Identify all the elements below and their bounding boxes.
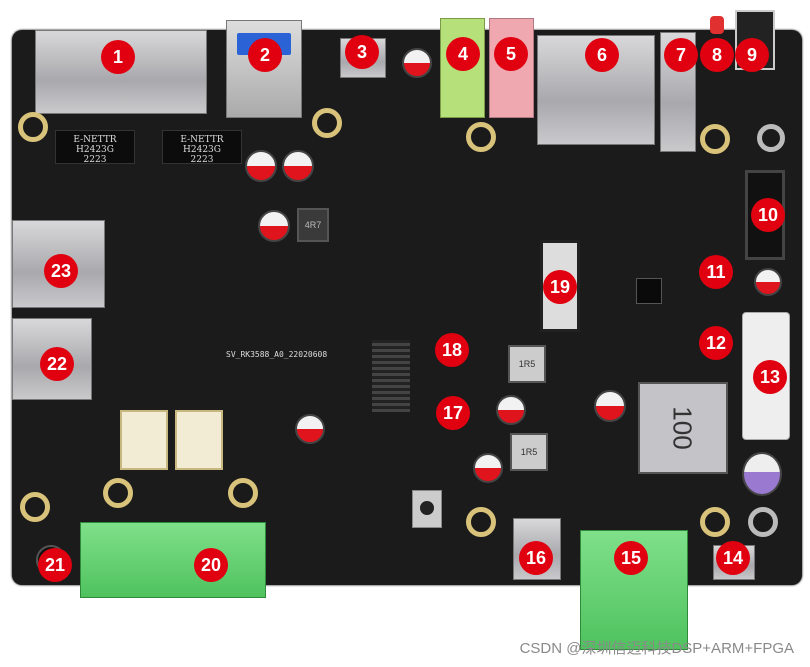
callout-16: 16 bbox=[519, 541, 553, 575]
mounting-hole bbox=[466, 122, 496, 152]
capacitor bbox=[594, 390, 626, 422]
power-button bbox=[412, 490, 442, 528]
callout-22: 22 bbox=[40, 347, 74, 381]
inductor-label: 100 bbox=[667, 406, 698, 450]
main-chip bbox=[636, 278, 662, 304]
capacitor bbox=[258, 210, 290, 242]
callout-4: 4 bbox=[446, 37, 480, 71]
capacitor bbox=[754, 268, 782, 296]
inductor-label: 4R7 bbox=[304, 220, 322, 230]
callout-13: 13 bbox=[753, 360, 787, 394]
mounting-hole bbox=[20, 492, 50, 522]
chip-brand: E-NETTR bbox=[180, 135, 224, 145]
callout-5: 5 bbox=[494, 37, 528, 71]
callout-10: 10 bbox=[751, 198, 785, 232]
mounting-hole bbox=[757, 124, 785, 152]
callout-7: 7 bbox=[664, 38, 698, 72]
callout-12: 12 bbox=[699, 326, 733, 360]
board-connector bbox=[372, 340, 410, 412]
callout-21: 21 bbox=[38, 548, 72, 582]
callout-23: 23 bbox=[44, 254, 78, 288]
chip-brand: E-NETTR bbox=[73, 135, 117, 145]
chip-part: H2423G bbox=[76, 145, 114, 155]
capacitor bbox=[282, 150, 314, 182]
mounting-hole bbox=[312, 108, 342, 138]
callout-11: 11 bbox=[699, 255, 733, 289]
inductor-label: 1R5 bbox=[518, 359, 536, 369]
capacitor bbox=[245, 150, 277, 182]
capacitor bbox=[473, 453, 503, 483]
power-terminal-block bbox=[580, 530, 688, 650]
callout-6: 6 bbox=[585, 38, 619, 72]
board-silkscreen: SV_RK3588_A0_22020608 bbox=[226, 350, 328, 359]
callout-14: 14 bbox=[716, 541, 750, 575]
chip-part: H2423G bbox=[183, 145, 221, 155]
capacitor-purple bbox=[742, 452, 782, 496]
watermark-text: CSDN @深圳信迈科技DSP+ARM+FPGA bbox=[519, 640, 794, 657]
led-red bbox=[710, 16, 724, 34]
mounting-hole bbox=[18, 112, 48, 142]
callout-15: 15 bbox=[614, 541, 648, 575]
mounting-hole bbox=[466, 507, 496, 537]
capacitor bbox=[496, 395, 526, 425]
callout-20: 20 bbox=[194, 548, 228, 582]
callout-1: 1 bbox=[101, 40, 135, 74]
inductor-small: 4R7 bbox=[297, 208, 329, 242]
capacitor bbox=[402, 48, 432, 78]
mounting-hole bbox=[228, 478, 258, 508]
callout-8: 8 bbox=[700, 38, 734, 72]
audio-jack-green bbox=[440, 18, 485, 118]
mounting-hole bbox=[748, 507, 778, 537]
capacitor bbox=[295, 414, 325, 444]
chip-code: 2223 bbox=[83, 155, 107, 165]
callout-3: 3 bbox=[345, 35, 379, 69]
terminal-block-large bbox=[80, 522, 266, 598]
inductor-large: 100 bbox=[638, 382, 728, 474]
callout-2: 2 bbox=[248, 38, 282, 72]
inductor-mid-1: 1R5 bbox=[508, 345, 546, 383]
callout-18: 18 bbox=[435, 333, 469, 367]
inductor-mid-2: 1R5 bbox=[510, 433, 548, 471]
mounting-hole bbox=[700, 507, 730, 537]
callout-9: 9 bbox=[735, 38, 769, 72]
mounting-hole bbox=[700, 124, 730, 154]
mounting-hole bbox=[103, 478, 133, 508]
callout-19: 19 bbox=[543, 270, 577, 304]
relay-1 bbox=[120, 410, 168, 470]
inductor-label: 1R5 bbox=[520, 447, 538, 457]
callout-17: 17 bbox=[436, 396, 470, 430]
relay-2 bbox=[175, 410, 223, 470]
chip-code: 2223 bbox=[190, 155, 214, 165]
